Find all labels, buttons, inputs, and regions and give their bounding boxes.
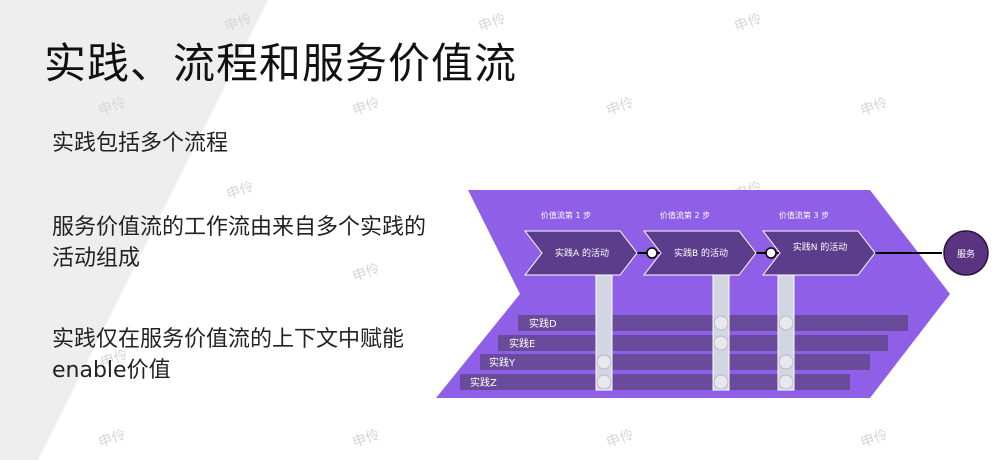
dot-b-d (713, 315, 729, 331)
practice-label-y: 实践Y (489, 356, 516, 369)
dot-a-y (596, 354, 612, 370)
connector-node-2 (765, 247, 777, 259)
activity-label-n: 实践N 的活动 (793, 241, 848, 253)
activity-label-a: 实践A 的活动 (555, 247, 609, 259)
dot-a-z (596, 374, 612, 390)
step-label-2: 价值流第 2 步 (660, 210, 710, 220)
activity-label-b: 实践B 的活动 (674, 247, 728, 259)
dot-n-z (778, 374, 794, 390)
dot-b-z (713, 374, 729, 390)
bullet-text-1: 实践包括多个流程 (52, 131, 229, 156)
practice-bar-y (480, 354, 870, 370)
column-dots (596, 315, 794, 390)
service-circle (943, 230, 989, 276)
dot-n-y (778, 354, 794, 370)
activity-box-n (761, 230, 876, 276)
practice-bar-z (460, 374, 850, 390)
connector-node-1 (646, 247, 658, 259)
dot-n-d (778, 315, 794, 331)
step-label-1: 价值流第 1 步 (541, 210, 591, 220)
service-label: 服务 (957, 248, 975, 260)
practice-label-d: 实践D (529, 317, 557, 330)
activity-chevrons (523, 230, 876, 276)
practice-bar-e (498, 335, 888, 351)
practice-label-e: 实践E (509, 337, 535, 350)
dot-b-e (713, 335, 729, 351)
bullet-text-2: 服务价值流的工作流由来自多个实践的活动组成 (52, 215, 427, 271)
activity-column-1 (595, 263, 613, 391)
practice-label-z: 实践Z (470, 376, 497, 389)
value-stream-diagram: 实践D 实践E 实践Y 实践Z 价值流第 1 步 价值流第 (436, 190, 989, 398)
activity-box-a (523, 230, 638, 276)
page-title: 实践、流程和服务价值流 (44, 39, 518, 88)
bullet-text-3: 实践仅在服务价值流的上下文中赋能enable价值 (52, 327, 405, 383)
practice-labels: 实践D 实践E 实践Y 实践Z (470, 317, 557, 389)
step-label-3: 价值流第 3 步 (779, 210, 829, 220)
activity-box-b (642, 230, 757, 276)
